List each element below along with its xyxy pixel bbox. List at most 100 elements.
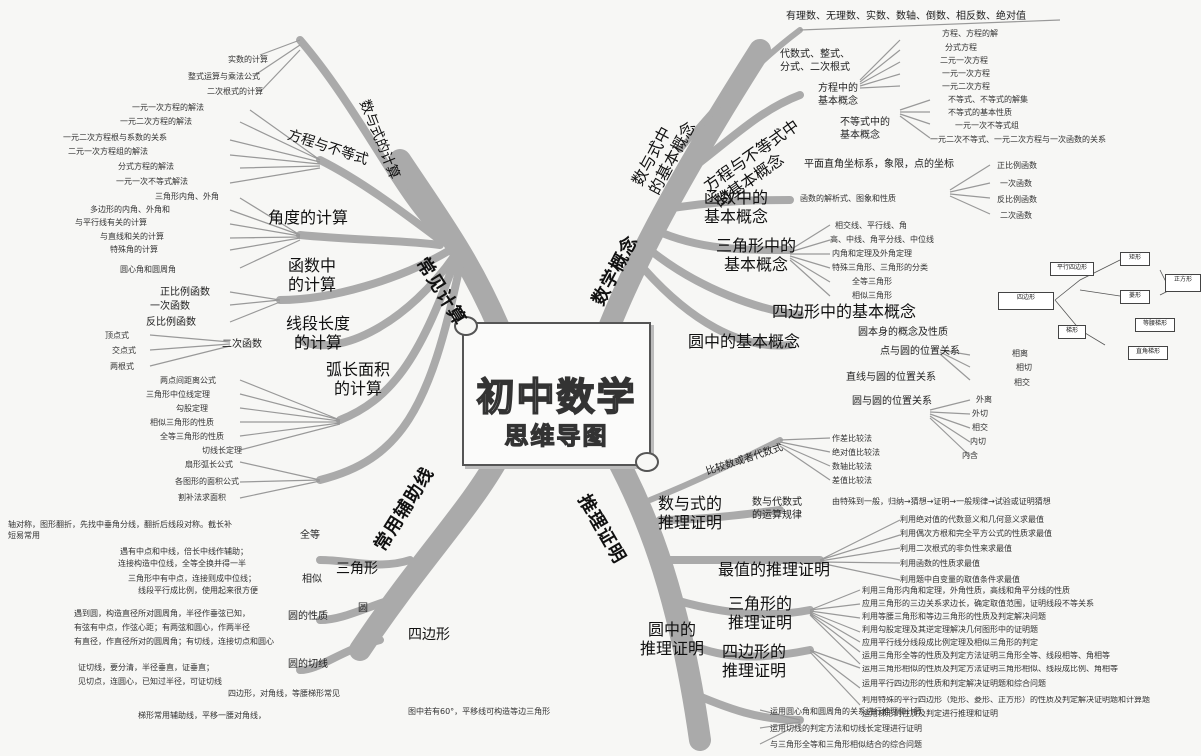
- proof-circle: 圆中的 推理证明: [640, 620, 705, 659]
- aux-note: 轴对称，图形翻折，先找中垂角分线，翻折后线段对称。截长补短易常用: [8, 520, 232, 540]
- calc-leaf: 三角形中位线定理: [146, 390, 210, 399]
- concept-leaf: 一元二次方程: [942, 82, 990, 91]
- aux-note: 证切线，要分清，半径垂直，证垂直；: [78, 663, 214, 672]
- calc-leaf: 圆心角和圆周角: [120, 265, 176, 274]
- aux-note: 遇有中点和中线，倍长中线作辅助；: [120, 547, 248, 556]
- concept-leaf: 外离: [976, 395, 992, 404]
- proof-leaf: 由特殊到一般，归纳→猜想→证明→一般规律→试验或证明猜想: [832, 497, 1051, 506]
- proof-triangle: 三角形的 推理证明: [728, 594, 793, 633]
- aux-tangent: 圆的切线: [288, 659, 328, 670]
- aux-note: 遇到圆，构造直径所对圆周角，半径作垂弦已知，: [74, 609, 250, 618]
- concept-leaf: 一元一次不等式组: [955, 121, 1019, 130]
- concept-leaf: 相交线、平行线、角: [835, 221, 907, 230]
- calc-leaf: 一元二次方程的解法: [120, 117, 192, 126]
- calc-leaf: 反比例函数: [146, 317, 196, 328]
- concept-leaf: 平面直角坐标系，象限，点的坐标: [804, 159, 954, 170]
- aux-note: 连接构造中位线，全等全换并得一半: [118, 559, 246, 568]
- concept-leaf: 全等三角形: [852, 277, 892, 286]
- proof-leaf: 利用函数的性质求最值: [900, 559, 980, 568]
- proof-quad: 四边形的 推理证明: [722, 642, 787, 681]
- calc-leaf: 相似三角形的性质: [150, 418, 214, 427]
- concept-circle: 圆中的基本概念: [688, 332, 801, 351]
- calc-leaf: 正比例函数: [160, 287, 210, 298]
- concept-leaf: 外切: [972, 409, 988, 418]
- aux-note: 有直径，作直径所对的圆周角；有切线，连接切点和圆心: [74, 637, 274, 646]
- quad-box: 菱形: [1120, 290, 1150, 304]
- concept-func-type: 二次函数: [1000, 211, 1032, 220]
- concept-func-type: 正比例函数: [997, 161, 1037, 170]
- proof-leaf: 利用勾股定理及其逆定理解决几何图形中的证明题: [862, 625, 1038, 634]
- calc-leaf: 一元一次不等式解法: [116, 177, 188, 186]
- proof-leaf: 与三角形全等和三角形相似结合的综合问题: [770, 740, 922, 749]
- calc-leaf: 与直线和关的计算: [100, 232, 164, 241]
- concept-leaf: 分式方程: [945, 43, 977, 52]
- calc-leaf: 多边形的内角、外角和: [90, 205, 170, 214]
- aux-circle-prop: 圆的性质: [288, 611, 328, 622]
- concept-leaf: 点与圆的位置关系: [880, 346, 960, 357]
- concept-leaf: 内含: [962, 451, 978, 460]
- aux-note: 见切点，连圆心，已知过半径，可证切线: [78, 677, 222, 686]
- concept-eq-sub2: 不等式中的 基本概念: [840, 117, 890, 141]
- calc-segment: 线段长度 的计算: [286, 314, 351, 353]
- concept-leaf: 不等式、不等式的解集: [948, 95, 1028, 104]
- calc-leaf: 全等三角形的性质: [160, 432, 224, 441]
- aux-note: 四边形，对角线，等腰梯形常见: [228, 689, 340, 698]
- calc-leaf: 一元二次方程根与系数的关系: [63, 133, 167, 142]
- proof-leaf: 运用三角形相似的性质及判定方法证明三角形相似、线段成比例、角相等: [862, 665, 1118, 673]
- proof-max: 最值的推理证明: [718, 560, 831, 579]
- quad-box: 矩形: [1120, 252, 1150, 266]
- concept-leaf: 内切: [970, 437, 986, 446]
- concept-leaf: 圆与圆的位置关系: [852, 396, 932, 407]
- concept-leaf: 有理数、无理数、实数、数轴、倒数、相反数、绝对值: [786, 11, 1026, 22]
- calc-leaf: 三角形内角、外角: [155, 192, 219, 201]
- calc-leaf: 交点式: [112, 346, 136, 355]
- proof-leaf: 利用三角形内角和定理，外角性质，高线和角平分线的性质: [862, 586, 1070, 595]
- concept-leaf: 直线与圆的位置关系: [846, 372, 936, 383]
- quad-box: 正方形: [1165, 274, 1201, 292]
- proof-pattern: 数与代数式 的运算规律: [752, 497, 802, 521]
- quad-box: 等腰梯形: [1135, 318, 1175, 332]
- concept-leaf: 内角和定理及外角定理: [832, 249, 912, 258]
- calc-leaf: 顶点式: [105, 331, 129, 340]
- calc-leaf: 两点间距离公式: [160, 376, 216, 385]
- calc-leaf: 特殊角的计算: [110, 245, 158, 254]
- concept-leaf: 高、中线、角平分线、中位线: [830, 235, 934, 244]
- proof-leaf: 数轴比较法: [832, 462, 872, 471]
- concept-func-type: 一次函数: [1000, 179, 1032, 188]
- concept-leaf: 函数的解析式、图象和性质: [800, 194, 896, 203]
- concept-leaf: 相离: [1012, 349, 1028, 358]
- quad-box: 四边形: [998, 292, 1054, 310]
- aux-note: 图中若有60°，平移线可构造等边三角形: [408, 707, 551, 716]
- calc-leaf: 二元一次方程组的解法: [68, 147, 148, 156]
- concept-quad: 四边形中的基本概念: [772, 302, 917, 321]
- aux-similar: 相似: [302, 574, 322, 585]
- proof-leaf: 运用切线的判定方法和切线长定理进行证明: [770, 724, 922, 733]
- concept-leaf: 相似三角形: [852, 291, 892, 300]
- proof-leaf: 利用特殊的平行四边形（矩形、菱形、正方形）的性质及判定解决证明题和计算题: [862, 696, 1150, 704]
- calc-leaf: 割补法求面积: [178, 493, 226, 502]
- proof-leaf: 运用圆心角和圆周角的关系进行推理和计算: [770, 707, 922, 716]
- calc-leaf: 两根式: [110, 362, 134, 371]
- calc-leaf: 分式方程的解法: [118, 162, 174, 171]
- proof-leaf: 绝对值比较法: [832, 448, 880, 457]
- concept-leaf: 方程、方程的解: [942, 29, 998, 38]
- calc-leaf: 各图形的面积公式: [175, 477, 239, 486]
- proof-leaf: 利用题中自变量的取值条件求最值: [900, 575, 1020, 584]
- aux-congruent: 全等: [300, 530, 320, 541]
- concept-leaf: 二元一次方程: [940, 56, 988, 65]
- calc-arc: 弧长面积 的计算: [326, 360, 391, 399]
- proof-leaf: 运用三角形全等的性质及判定方法证明三角形全等、线段相等、角相等: [862, 651, 1110, 660]
- calc-leaf: 一元一次方程的解法: [132, 103, 204, 112]
- calc-leaf: 切线长定理: [202, 446, 242, 455]
- concept-func-type: 反比例函数: [997, 195, 1037, 204]
- concept-leaf: 相交: [1014, 378, 1030, 387]
- aux-circle: 圆: [358, 603, 368, 614]
- concept-leaf: 不等式的基本性质: [948, 108, 1012, 117]
- aux-quad: 四边形: [408, 627, 450, 643]
- quad-box: 平行四边形: [1050, 262, 1094, 276]
- aux-note: 梯形常用辅助线，平移一腰对角线，: [138, 711, 266, 720]
- proof-leaf: 应用三角形的三边关系求边长，确定取值范围，证明线段不等关系: [862, 599, 1094, 608]
- proof-leaf: 利用等腰三角形和等边三角形的性质及判定解决问题: [862, 612, 1046, 621]
- proof-leaf: 利用二次根式的非负性来求最值: [900, 544, 1012, 553]
